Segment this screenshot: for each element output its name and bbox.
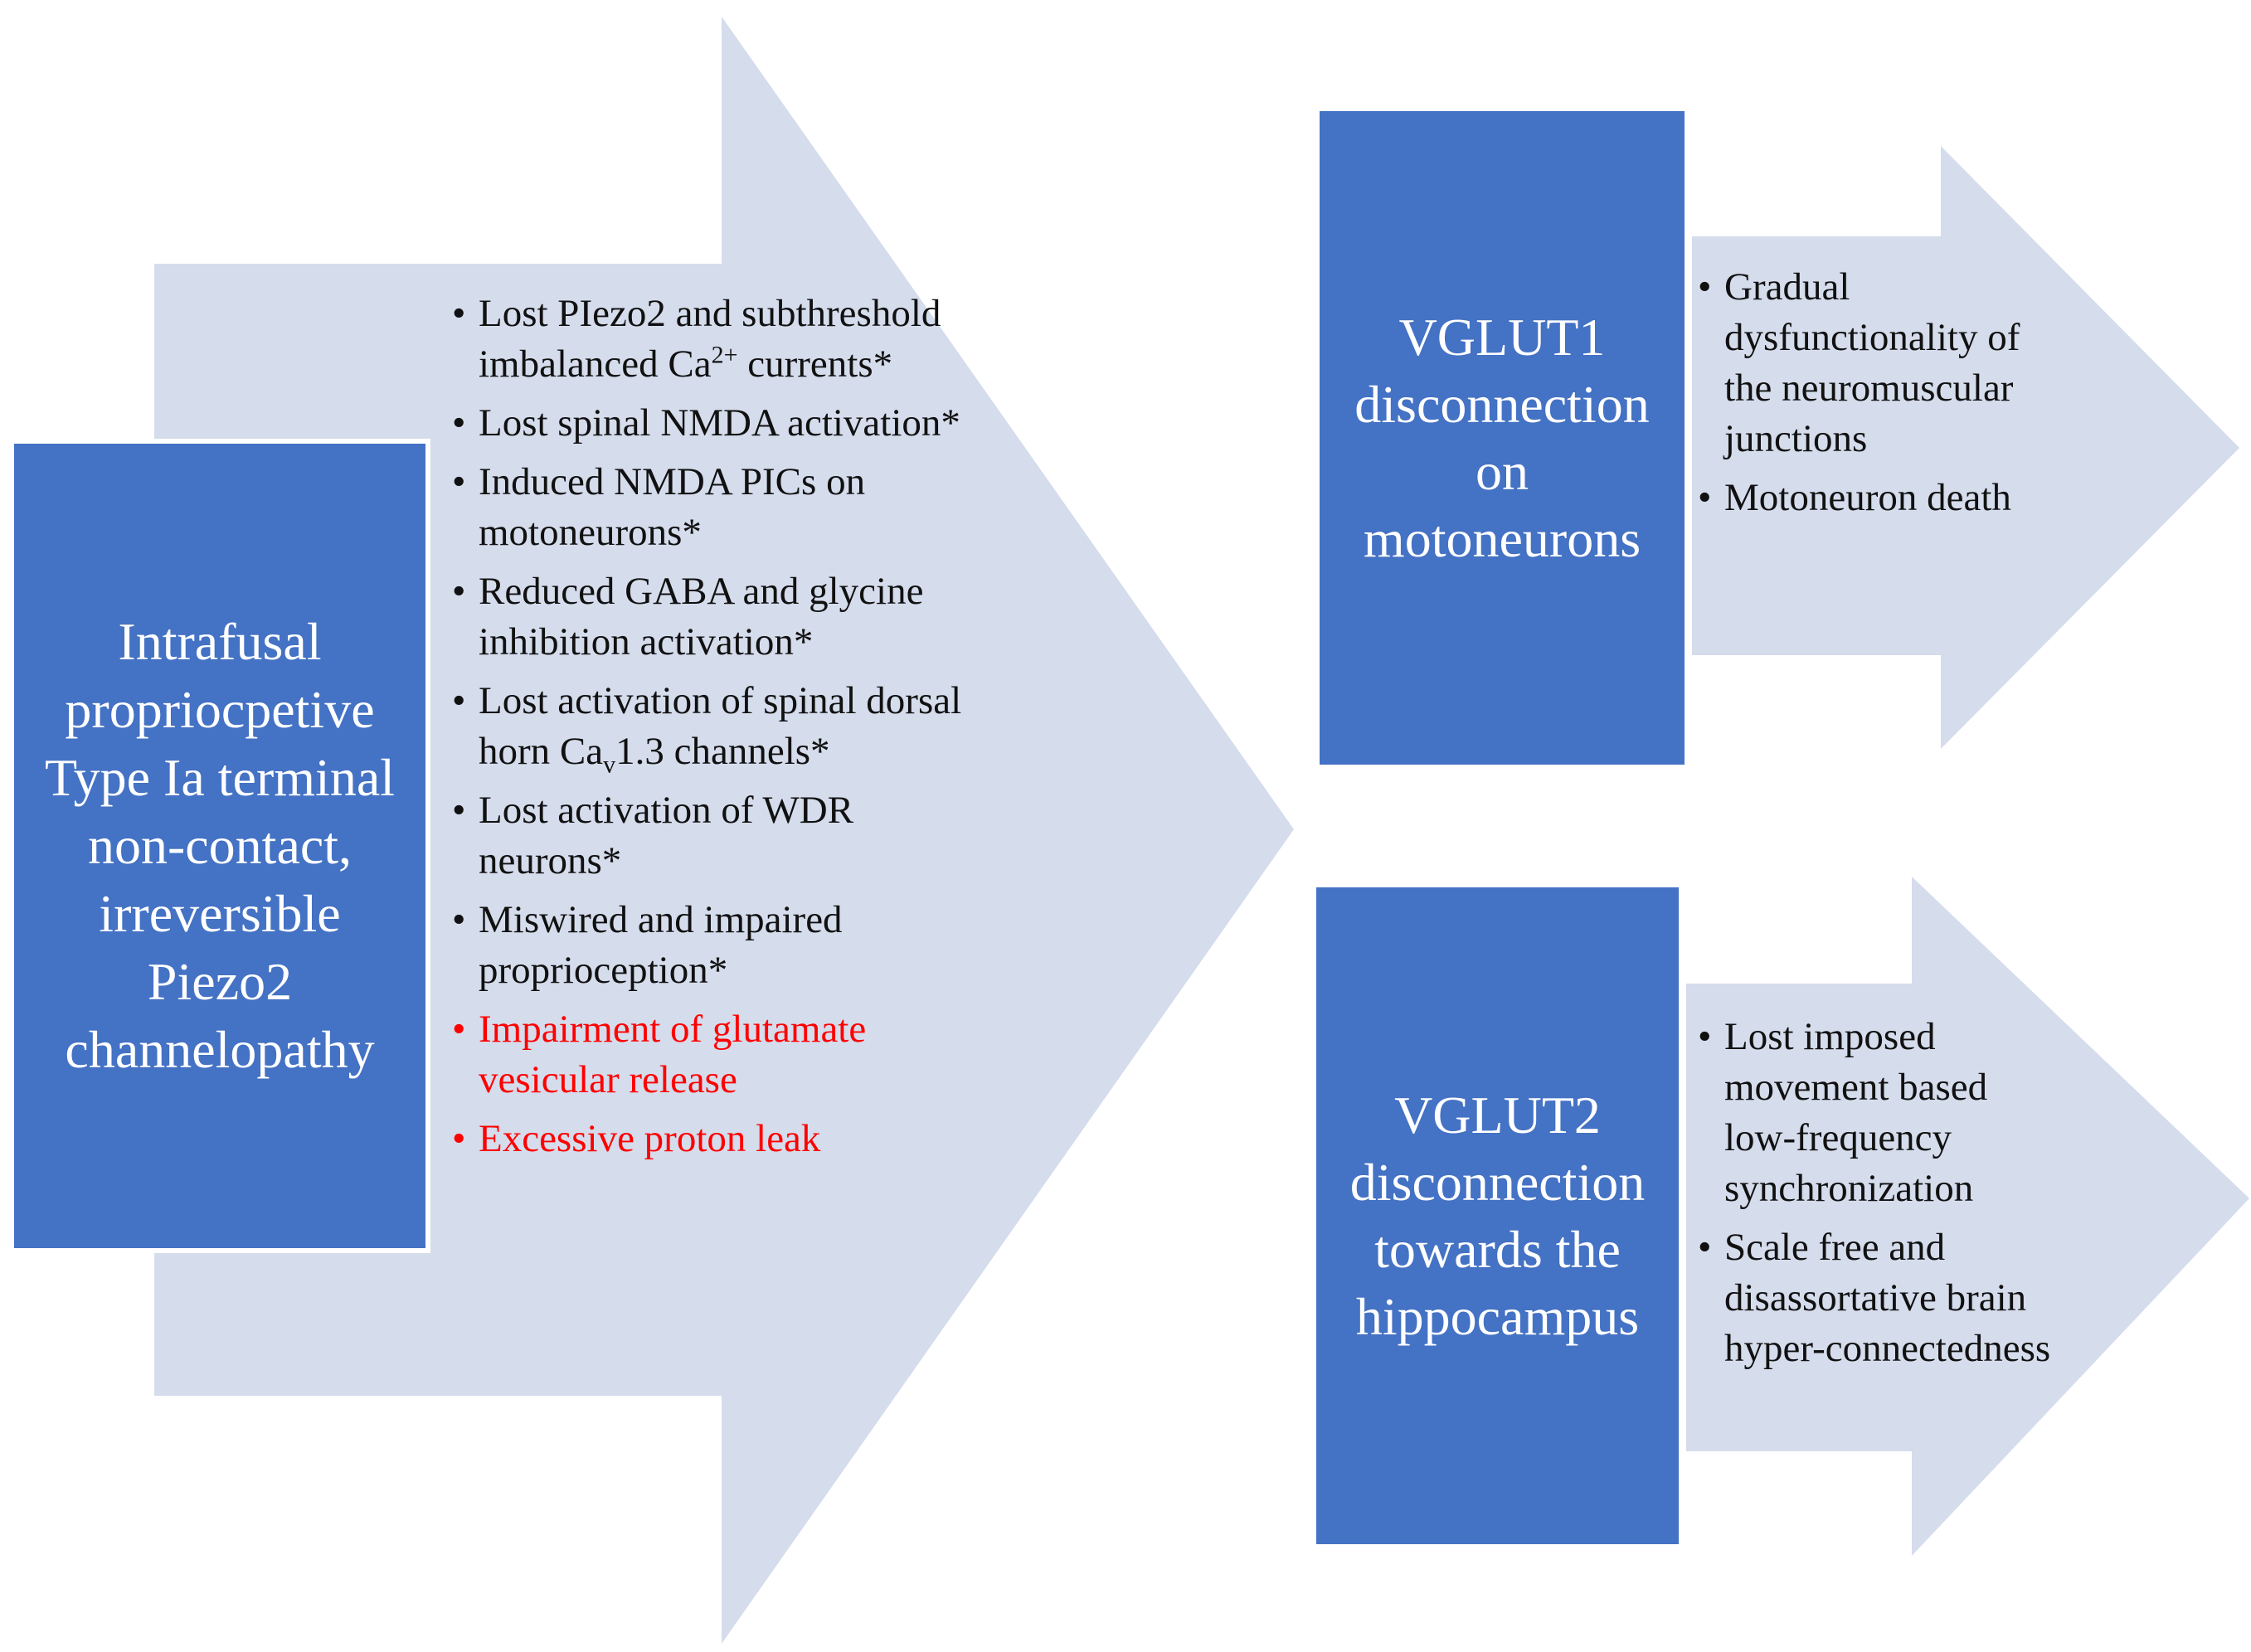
- source-box-line: Intrafusal: [118, 612, 322, 671]
- bullet-dot-icon: •: [452, 1008, 466, 1051]
- list-item-text: Scale free and disassortative brain hype…: [1724, 1226, 2051, 1370]
- bullet-dot-icon: •: [1698, 1226, 1712, 1269]
- list-item: • Lost activation of WDR neurons*: [452, 785, 966, 887]
- vglut1-box-line: motoneurons: [1363, 509, 1641, 568]
- list-item: • Lost PIezo2 and subthreshold imbalanced…: [452, 289, 966, 390]
- list-item-text: Induced NMDA PICs on motoneurons*: [479, 460, 866, 554]
- vglut2-box-line: towards the: [1374, 1220, 1621, 1279]
- bullet-dot-icon: •: [452, 460, 466, 503]
- list-item: • Miswired and impaired proprioception*: [452, 895, 966, 996]
- list-item: • Lost imposed movement based low-frequen…: [1698, 1012, 2054, 1214]
- list-item-text: 1.3 channels*: [615, 730, 830, 773]
- list-item-text: Lost spinal NMDA activation*: [479, 401, 960, 445]
- list-item: • Motoneuron death: [1698, 473, 2054, 523]
- list-item-highlighted: • Impairment of glutamate vesicular relea…: [452, 1004, 966, 1105]
- list-item: • Lost activation of spinal dorsal horn C…: [452, 676, 966, 777]
- vglut1-box-line: disconnection: [1354, 375, 1650, 434]
- vglut2-arrow-shape: [1686, 877, 2249, 1556]
- vglut1-arrow-shape: [1692, 146, 2239, 749]
- vglut2-box: VGLUT2 disconnection towards the hippoca…: [1316, 887, 1679, 1544]
- subscript: v: [603, 751, 616, 779]
- bullet-dot-icon: •: [452, 570, 466, 613]
- list-item-text: Lost PIezo2 and subthreshold imbalanced …: [479, 292, 941, 386]
- bullet-dot-icon: •: [452, 1117, 466, 1160]
- vglut2-bullet-list: • Lost imposed movement based low-frequen…: [1698, 1012, 2054, 1382]
- vglut2-box-line: disconnection: [1349, 1153, 1646, 1212]
- bullet-dot-icon: •: [452, 401, 466, 445]
- list-item: • Gradual dysfunctionality of the neuromu…: [1698, 262, 2054, 464]
- list-item: • Induced NMDA PICs on motoneurons*: [452, 457, 966, 558]
- list-item: • Reduced GABA and glycine inhibition act…: [452, 566, 966, 668]
- vglut1-bullet-list: • Gradual dysfunctionality of the neuromu…: [1698, 262, 2054, 532]
- source-box-line: Piezo2: [147, 952, 293, 1011]
- source-box-line: non-contact,: [87, 816, 352, 875]
- bullet-dot-icon: •: [1698, 476, 1712, 519]
- source-box-line: irreversible: [99, 884, 341, 943]
- list-item-text: Miswired and impaired proprioception*: [479, 898, 843, 992]
- main-arrow-shape: [154, 17, 1294, 1644]
- list-item: • Lost spinal NMDA activation*: [452, 398, 966, 449]
- list-item-text: Motoneuron death: [1724, 476, 2011, 519]
- bullet-dot-icon: •: [452, 898, 466, 941]
- superscript: 2+: [711, 341, 738, 369]
- bullet-dot-icon: •: [1698, 1015, 1712, 1058]
- source-box-line: propriocpetive: [65, 680, 375, 739]
- vglut2-box-line: hippocampus: [1355, 1287, 1640, 1346]
- list-item-text: Lost activation of spinal dorsal horn Ca: [479, 679, 962, 773]
- list-item-highlighted: • Excessive proton leak: [452, 1114, 966, 1164]
- bullet-dot-icon: •: [452, 292, 466, 335]
- source-box-line: Type Ia terminal: [45, 748, 395, 807]
- list-item-text: currents*: [737, 343, 893, 386]
- vglut1-box-line: on: [1476, 442, 1529, 501]
- vglut1-box-line: VGLUT1: [1398, 308, 1606, 367]
- list-item-text: Impairment of glutamate vesicular releas…: [479, 1008, 867, 1101]
- main-arrow-bullet-list: • Lost PIezo2 and subthreshold imbalanced…: [452, 289, 966, 1173]
- list-item-text: Lost imposed movement based low-frequenc…: [1724, 1015, 1988, 1210]
- bullet-dot-icon: •: [1698, 265, 1712, 309]
- bullet-dot-icon: •: [452, 789, 466, 832]
- list-item-text: Lost activation of WDR neurons*: [479, 789, 854, 882]
- piezo2-channelopathy-box: Intrafusal propriocpetive Type Ia termin…: [14, 444, 425, 1248]
- source-box-line: channelopathy: [65, 1020, 375, 1079]
- list-item-text: Reduced GABA and glycine inhibition acti…: [479, 570, 924, 663]
- list-item: • Scale free and disassortative brain hyp…: [1698, 1222, 2054, 1374]
- bullet-dot-icon: •: [452, 679, 466, 722]
- list-item-text: Excessive proton leak: [479, 1117, 821, 1160]
- vglut2-box-line: VGLUT2: [1394, 1086, 1601, 1144]
- list-item-text: Gradual dysfunctionality of the neuromus…: [1724, 265, 2020, 460]
- vglut1-box: VGLUT1 disconnection on motoneurons: [1320, 111, 1685, 765]
